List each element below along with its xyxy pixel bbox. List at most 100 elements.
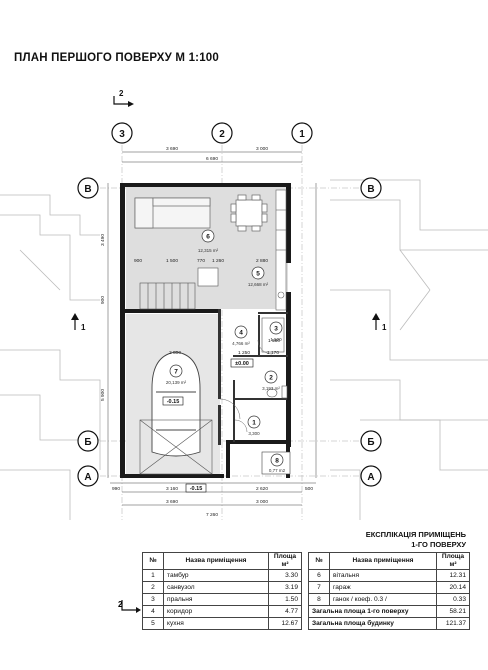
axis-a-right-label: А	[367, 472, 374, 483]
axis-b-left-bubble	[77, 430, 99, 452]
room-2-marker	[264, 370, 278, 384]
dim-bot-3000: 3 000	[256, 499, 268, 505]
col-num: №	[142, 552, 164, 570]
row-name: кухня	[163, 617, 269, 630]
dim-top-3000: 3 000	[256, 146, 268, 152]
row-area: 20.14	[436, 581, 470, 594]
dim-int-2880: 2 880	[256, 258, 268, 264]
total-building-value: 121.37	[436, 617, 470, 630]
dim-int-1170: 1 170	[267, 350, 279, 356]
dim-int-2500: 2 500	[169, 350, 181, 356]
row-num: 5	[142, 617, 164, 630]
col-name: Назва приміщення	[329, 552, 437, 570]
section-marks	[74, 96, 377, 330]
row-name: гараж	[329, 581, 437, 594]
dim-int-770: 770	[197, 258, 205, 264]
table-row: 6 вітальня 12.31	[308, 569, 470, 582]
room-2-area: 3,193 m²	[262, 386, 280, 391]
section-right-label: 1	[382, 323, 387, 332]
row-name: тамбур	[163, 569, 269, 582]
level-0: ±0.00	[235, 361, 249, 367]
room-4-area: 4,766 m²	[232, 341, 250, 346]
section-arrows	[71, 101, 380, 320]
dim-bot-7260: 7 260	[206, 512, 218, 518]
row-name: вітальня	[329, 569, 437, 582]
room-4-number: 4	[239, 330, 243, 337]
axis-b-right-label: Б	[367, 437, 374, 448]
total-floor-value: 58.21	[436, 605, 470, 618]
room-1-area: 3,300	[248, 431, 260, 436]
row-num: 1	[142, 569, 164, 582]
axis-2-label: 2	[219, 129, 225, 140]
axis-v-right-bubble	[360, 177, 382, 199]
dim-bot-3690: 3 690	[166, 499, 178, 505]
room-6-number: 6	[206, 234, 210, 241]
room-8-marker	[270, 453, 284, 467]
page-title: ПЛАН ПЕРШОГО ПОВЕРХУ М 1:100	[14, 52, 219, 64]
spec-heading-line2: 1-ГО ПОВЕРХУ	[411, 540, 466, 549]
row-name: пральня	[163, 593, 269, 606]
axis-v-left-label: В	[84, 184, 91, 195]
door-swings	[219, 339, 273, 433]
axis-3-label: 3	[119, 129, 125, 140]
room-8-number: 8	[275, 458, 279, 465]
table-row: 4 коридор 4.77	[142, 605, 302, 618]
level-015-entry: -0.15	[190, 486, 203, 492]
dim-bot-990: 990	[112, 486, 120, 492]
section-left-label: 1	[81, 323, 86, 332]
row-area: 12.67	[268, 617, 302, 630]
neighbour-buildings	[0, 179, 488, 520]
row-name: санвузол	[163, 581, 269, 594]
axis-b-left-label: Б	[84, 437, 91, 448]
spec-table-right: № Назва приміщення Площа м² 6 вітальня 1…	[308, 552, 470, 630]
row-num: 4	[142, 605, 164, 618]
dim-bot-2620: 2 620	[256, 486, 268, 492]
spec-table-left: № Назва приміщення Площа м² 1 тамбур 3.3…	[142, 552, 302, 630]
axis-1-bubble	[291, 122, 313, 144]
dim-top-3690: 3 690	[166, 146, 178, 152]
row-num: 6	[308, 569, 330, 582]
dim-int-1250: 1 250	[238, 350, 250, 356]
section-bottom-mark: 2	[118, 600, 141, 613]
total-building-row: Загальна площа будинку 121.37	[308, 617, 470, 630]
axis-b-right-bubble	[360, 430, 382, 452]
row-area: 12.31	[436, 569, 470, 582]
axis-v-right-label: В	[367, 184, 374, 195]
dim-left-5900: 5 900	[100, 389, 106, 401]
axis-v-left-bubble	[77, 177, 99, 199]
dimension-lines	[107, 151, 317, 506]
table-row: 7 гараж 20.14	[308, 581, 470, 594]
table-row: 5 кухня 12.67	[142, 617, 302, 630]
row-area: 4.77	[268, 605, 302, 618]
garage-door-mark	[139, 419, 213, 475]
room-3-marker	[269, 321, 283, 335]
staircase	[139, 267, 219, 310]
table-row: 8 ганок / коеф. 0.3 / 0.33	[308, 593, 470, 606]
dim-bot-500: 500	[305, 486, 313, 492]
floor-plan-drawing: 3 2 1 В В Б Б А А 2 1 1 3 690 3 000 6 69…	[0, 89, 488, 520]
dim-left-900: 900	[100, 296, 106, 304]
living-furniture	[134, 197, 211, 229]
table-header-row: № Назва приміщення Площа м²	[142, 552, 302, 570]
row-name: ганок / коеф. 0.3 /	[329, 593, 437, 606]
row-name: коридор	[163, 605, 269, 618]
room-1-marker	[247, 415, 261, 429]
dim-int-900: 900	[134, 258, 142, 264]
axis-a-right-bubble	[360, 465, 382, 487]
row-area: 0.33	[436, 593, 470, 606]
room-6-area: 12,315 m²	[198, 248, 219, 253]
room-3-area: 1,500	[270, 337, 282, 342]
axis-a-left-label: А	[84, 472, 91, 483]
row-num: 8	[308, 593, 330, 606]
col-num: №	[308, 552, 330, 570]
total-floor-label: Загальна площа 1-го поверху	[308, 605, 437, 618]
table-row: 3 пральня 1.50	[142, 593, 302, 606]
level-marks	[162, 358, 254, 493]
row-area: 3.30	[268, 569, 302, 582]
row-num: 3	[142, 593, 164, 606]
room-7-number: 7	[174, 369, 178, 376]
room-8-area: 0,77 m2	[269, 468, 286, 473]
room-5-marker	[251, 266, 265, 280]
room-5-area: 12,668 m²	[248, 282, 269, 287]
kitchen-counter	[275, 189, 287, 311]
